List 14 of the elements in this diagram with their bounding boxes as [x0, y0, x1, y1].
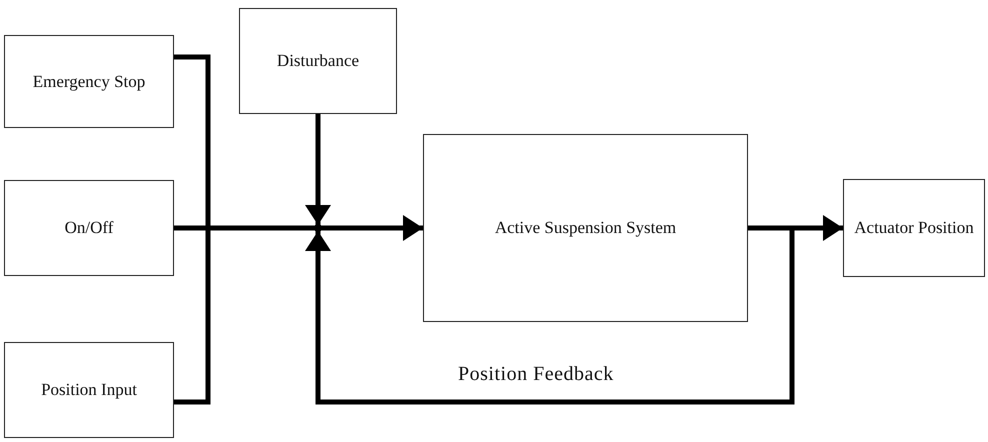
- box-label: Actuator Position: [854, 217, 974, 240]
- process-box: [4, 342, 174, 438]
- arrow: [305, 114, 331, 225]
- process-box: [239, 8, 397, 114]
- process-box: [4, 180, 174, 276]
- box-label: Disturbance: [276, 50, 360, 72]
- box-label: Emergency Stop: [32, 70, 146, 93]
- process-box: [423, 134, 748, 322]
- process-box: [843, 179, 985, 277]
- process-box: [4, 35, 174, 128]
- box-label: On/Off: [64, 217, 114, 240]
- arrow: [321, 215, 423, 241]
- box-label: Position Input: [41, 379, 137, 402]
- box-label: Active Suspension System: [494, 217, 676, 240]
